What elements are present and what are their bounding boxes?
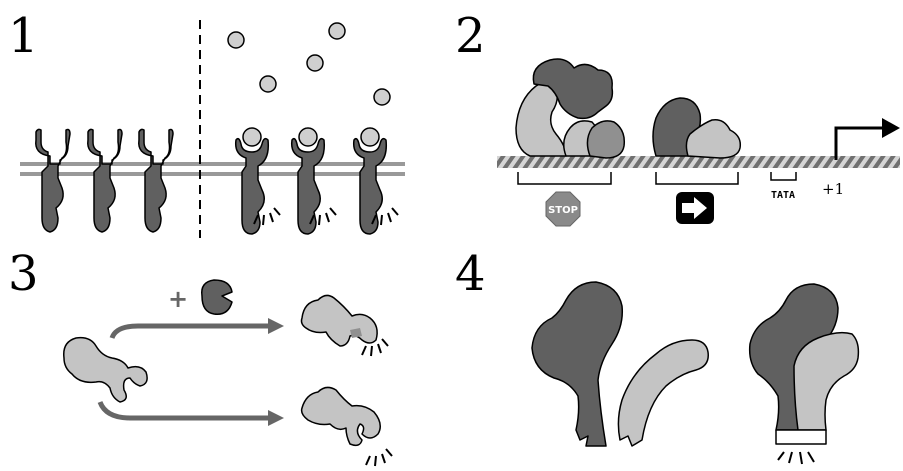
- stop-label: STOP: [548, 205, 578, 216]
- reconstituted-protein: [748, 283, 860, 445]
- allosteric-protein-bound: [300, 294, 389, 357]
- panel-number-4: 4: [455, 246, 486, 302]
- panel-number-3: 3: [8, 246, 39, 302]
- panel-1: 1: [8, 8, 405, 238]
- effector-molecule: [201, 279, 233, 315]
- panel-2: 2 STOP TATA +1: [455, 8, 900, 227]
- panel-3: 3 +: [8, 246, 393, 467]
- allosteric-protein-initial: [63, 336, 148, 403]
- split-protein-dark-fragment: [531, 281, 624, 447]
- pathway-arrow-without-effector: [97, 400, 284, 426]
- panel-4: 4: [455, 246, 860, 465]
- repressor-binding-site-bracket: [517, 172, 612, 185]
- receptor-activated: [352, 127, 399, 235]
- right-arrow-icon: [676, 192, 714, 224]
- activator-binding-site-bracket: [655, 172, 739, 185]
- tata-label: TATA: [771, 190, 795, 201]
- receptor-inactive: [87, 128, 123, 233]
- dna-strand: [497, 156, 900, 168]
- signal-burst-icon: [365, 448, 393, 467]
- stop-sign-icon: STOP: [545, 191, 581, 227]
- transcription-start-arrow-icon: [834, 118, 900, 160]
- activator-complex: [652, 97, 742, 159]
- allosteric-protein-unbound: [300, 386, 393, 467]
- panel-number-1: 1: [8, 8, 39, 64]
- plus-sign: +: [168, 285, 188, 313]
- pathway-arrow-with-effector: [109, 318, 284, 340]
- tata-box-bracket: [770, 172, 797, 181]
- panel-number-2: 2: [455, 8, 486, 64]
- signal-burst-icon: [777, 451, 815, 465]
- repressor-complex: [515, 58, 626, 159]
- ligand-molecules: [227, 22, 391, 106]
- split-protein-light-fragment: [617, 339, 709, 447]
- receptor-inactive: [138, 128, 174, 233]
- receptor-inactive: [35, 128, 71, 233]
- cell-membrane: [20, 162, 405, 176]
- transcription-start-label: +1: [822, 180, 844, 198]
- receptor-activated: [234, 127, 281, 235]
- receptor-activated: [290, 127, 337, 235]
